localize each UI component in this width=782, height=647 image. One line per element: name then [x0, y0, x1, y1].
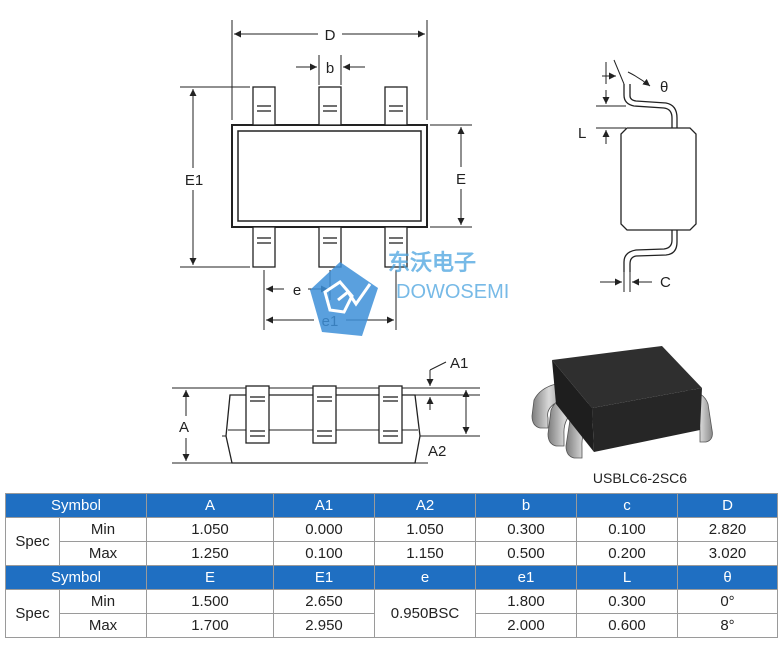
value-cell: 1.250 — [146, 541, 274, 566]
label-theta: θ — [660, 79, 668, 96]
value-cell: 0.200 — [576, 541, 678, 566]
package-outline-drawing: D b E1 E e e1 东沃电子 DOWOSEMI θ L — [172, 20, 713, 486]
label-b: b — [326, 60, 334, 77]
value-cell: 1.500 — [146, 589, 274, 614]
value-cell: 1.800 — [475, 589, 577, 614]
value-cell: 2.650 — [273, 589, 375, 614]
dimension-table: Symbol A A1 A2 b c D Spec Min 1.050 0.00… — [5, 493, 778, 638]
header-cell: c — [576, 493, 678, 518]
label-L: L — [578, 125, 586, 142]
table-row: Max 1.700 2.950 2.000 0.600 8° — [6, 613, 778, 638]
value-cell: 0° — [677, 589, 778, 614]
value-cell: 2.820 — [677, 517, 778, 542]
header-cell: b — [475, 493, 577, 518]
front-view — [172, 361, 480, 464]
watermark-chinese: 东沃电子 — [388, 250, 476, 276]
value-cell: 3.020 — [677, 541, 778, 566]
value-cell: 0.500 — [475, 541, 577, 566]
header-cell: A2 — [374, 493, 476, 518]
label-E: E — [456, 171, 466, 188]
label-E1: E1 — [185, 172, 203, 189]
header-cell: E — [146, 565, 274, 590]
value-cell: 1.050 — [374, 517, 476, 542]
row-label: Min — [59, 589, 147, 614]
merged-value-cell: 0.950BSC — [374, 589, 476, 638]
label-D: D — [325, 27, 336, 44]
label-A: A — [179, 419, 189, 436]
table-row: Max 1.250 0.100 1.150 0.500 0.200 3.020 — [6, 541, 778, 566]
header-cell: L — [576, 565, 678, 590]
package-caption: USBLC6-2SC6 — [593, 470, 687, 486]
value-cell: 0.100 — [273, 541, 375, 566]
header-cell: e1 — [475, 565, 577, 590]
value-cell: 1.700 — [146, 613, 274, 638]
value-cell: 0.600 — [576, 613, 678, 638]
value-cell: 2.000 — [475, 613, 577, 638]
label-A2: A2 — [428, 443, 446, 460]
value-cell: 0.300 — [475, 517, 577, 542]
value-cell: 2.950 — [273, 613, 375, 638]
value-cell: 8° — [677, 613, 778, 638]
header-cell: A1 — [273, 493, 375, 518]
side-view — [596, 59, 697, 292]
value-cell: 0.300 — [576, 589, 678, 614]
table-header-row: Symbol E E1 e e1 L θ — [5, 565, 778, 590]
value-cell: 1.150 — [374, 541, 476, 566]
header-cell: Symbol — [5, 493, 147, 518]
header-cell: θ — [677, 565, 778, 590]
group-cell: Spec — [5, 589, 60, 638]
row-label: Min — [59, 517, 147, 542]
header-cell: Symbol — [5, 565, 147, 590]
label-e: e — [293, 282, 301, 299]
label-A1: A1 — [450, 355, 468, 372]
watermark-latin: DOWOSEMI — [396, 281, 509, 303]
value-cell: 0.000 — [273, 517, 375, 542]
header-cell: e — [374, 565, 476, 590]
top-view — [180, 20, 472, 330]
watermark-logo — [310, 262, 378, 336]
value-cell: 0.100 — [576, 517, 678, 542]
row-label: Max — [59, 541, 147, 566]
value-cell: 1.050 — [146, 517, 274, 542]
header-cell: A — [146, 493, 274, 518]
header-cell: E1 — [273, 565, 375, 590]
table-header-row: Symbol A A1 A2 b c D — [5, 493, 778, 518]
row-label: Max — [59, 613, 147, 638]
package-3d-render — [531, 346, 713, 459]
label-C: C — [660, 274, 671, 291]
group-cell: Spec — [5, 517, 60, 566]
table-row: Spec Min 1.050 0.000 1.050 0.300 0.100 2… — [5, 517, 778, 566]
header-cell: D — [677, 493, 778, 518]
table-row: Spec Min 1.500 2.650 0.950BSC 1.800 0.30… — [5, 589, 778, 638]
